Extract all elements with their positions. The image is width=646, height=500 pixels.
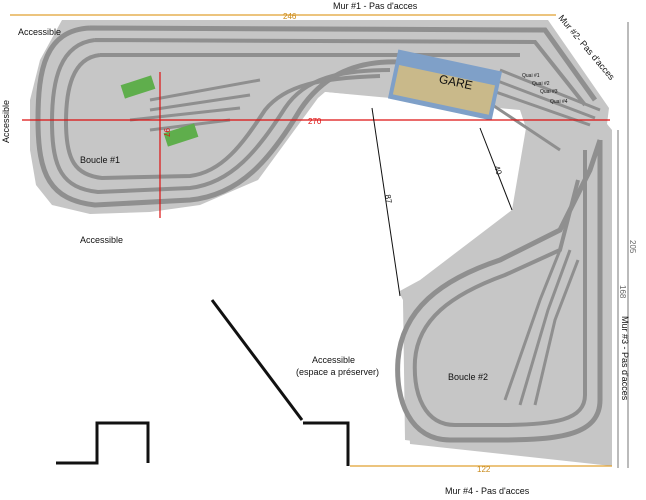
loop1-label: Boucle #1 (80, 155, 120, 165)
board-right-section (403, 124, 612, 466)
loop1-tracks (35, 25, 598, 208)
loop2-yard-tracks (503, 249, 580, 406)
dim-87-label: 87 (383, 194, 394, 205)
board-cutout (325, 92, 526, 292)
loop2-tracks (395, 68, 603, 443)
wall4-label: Mur #4 - Pas d'acces (445, 486, 530, 496)
loop2-label: Boucle #2 (448, 372, 488, 382)
accessible-label-left: Accessible (1, 100, 11, 143)
dim-205-label: 205 (628, 240, 637, 254)
dim-left-label: 97 (162, 128, 171, 137)
quai-label-1: Quai #1 (522, 73, 540, 79)
accessible-label-bottom: Accessible (80, 235, 123, 245)
dim-top-label: 246 (283, 12, 297, 21)
reserved-zone-label-1: Accessible (312, 355, 355, 365)
loop1-inner-track (63, 53, 520, 181)
dim-40-label: 40 (492, 165, 504, 177)
dim-main-label: 270 (308, 117, 322, 126)
wall3-label: Mur #3 - Pas d'acces (620, 316, 630, 401)
obstacle-step (56, 421, 150, 465)
quai-label-3: Quai #3 (540, 89, 558, 95)
dim-168-label: 168 (618, 285, 627, 299)
loop1-sidings (129, 78, 261, 132)
loop2-inner-track (412, 150, 587, 427)
dimension-lines (10, 14, 629, 468)
wall1-label: Mur #1 - Pas d'acces (333, 1, 418, 11)
obstacles (56, 299, 350, 466)
dim-40-line (479, 127, 513, 211)
loop2-outer-track (395, 139, 603, 443)
accessible-label-top: Accessible (18, 27, 61, 37)
obstacle-bracket (303, 421, 350, 466)
loop1-outer-track (35, 25, 598, 208)
station-tracks (484, 68, 601, 152)
reserved-zone-label-2: (espace a préserver) (296, 367, 379, 377)
obstacle-diagonal (210, 299, 304, 421)
station-picture: GARE (387, 49, 503, 121)
quai-label-2: Quai #2 (532, 81, 550, 87)
dim-87-line (371, 107, 401, 297)
building-lower (163, 123, 199, 147)
quai-label-4: Quai #4 (550, 99, 568, 105)
dim-bottom-label: 122 (477, 465, 491, 474)
building-upper (120, 75, 156, 99)
station-name: GARE (438, 72, 474, 93)
